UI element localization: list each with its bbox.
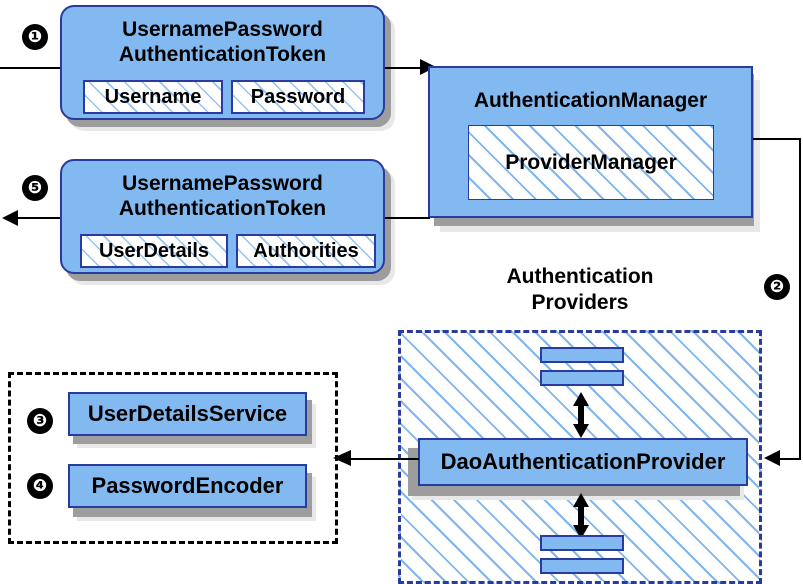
request-token-box[interactable]: UsernamePassword AuthenticationToken Use… [60,5,385,120]
authentication-manager-title: AuthenticationManager [473,89,708,112]
arrow-up-down-icon-bottom [573,493,589,539]
dao-authentication-provider-box[interactable]: DaoAuthenticationProvider [418,438,748,486]
provider-stub-bottom-1 [540,535,624,551]
outgoing-response-line [14,217,62,219]
dependencies-panel [8,372,338,544]
provider-manager-box: ProviderManager [468,125,714,200]
manager-to-provider-line-bottom [778,458,801,460]
authentication-providers-caption: Authentication Providers [506,265,654,314]
step-badge-5: ❺ [22,175,48,201]
request-to-manager-line [385,67,423,69]
manager-to-provider-line-top [753,138,801,140]
provider-stub-top-2 [540,370,624,386]
user-details-service-box[interactable]: UserDetailsService [68,392,307,436]
request-token-field-password: Password [231,80,365,114]
provider-stub-bottom-2 [540,558,624,574]
step-badge-4: ❹ [27,473,53,499]
response-token-field-authorities: Authorities [236,234,376,268]
response-token-box[interactable]: UsernamePassword AuthenticationToken Use… [60,159,385,274]
step-badge-3: ❸ [27,408,53,434]
request-token-field-username: Username [83,80,223,114]
response-token-field-userdetails: UserDetails [80,234,228,268]
manager-to-provider-line-vertical [799,138,801,459]
provider-stub-top-1 [540,347,624,363]
incoming-request-line [0,67,60,69]
request-token-title: UsernamePassword AuthenticationToken [118,18,327,66]
arrow-up-down-icon-top [573,392,589,438]
arrow-left-icon [2,210,18,226]
manager-to-response-line [385,217,430,219]
authentication-manager-box[interactable]: AuthenticationManager ProviderManager [428,66,753,218]
password-encoder-box[interactable]: PasswordEncoder [68,464,307,508]
step-badge-1: ❶ [22,24,48,50]
step-badge-2: ❷ [764,274,790,300]
arrow-left-icon-provider [764,450,780,466]
provider-to-dependencies-line [349,458,419,460]
response-token-title: UsernamePassword AuthenticationToken [118,172,327,220]
arrow-left-icon-dependencies [333,450,351,466]
